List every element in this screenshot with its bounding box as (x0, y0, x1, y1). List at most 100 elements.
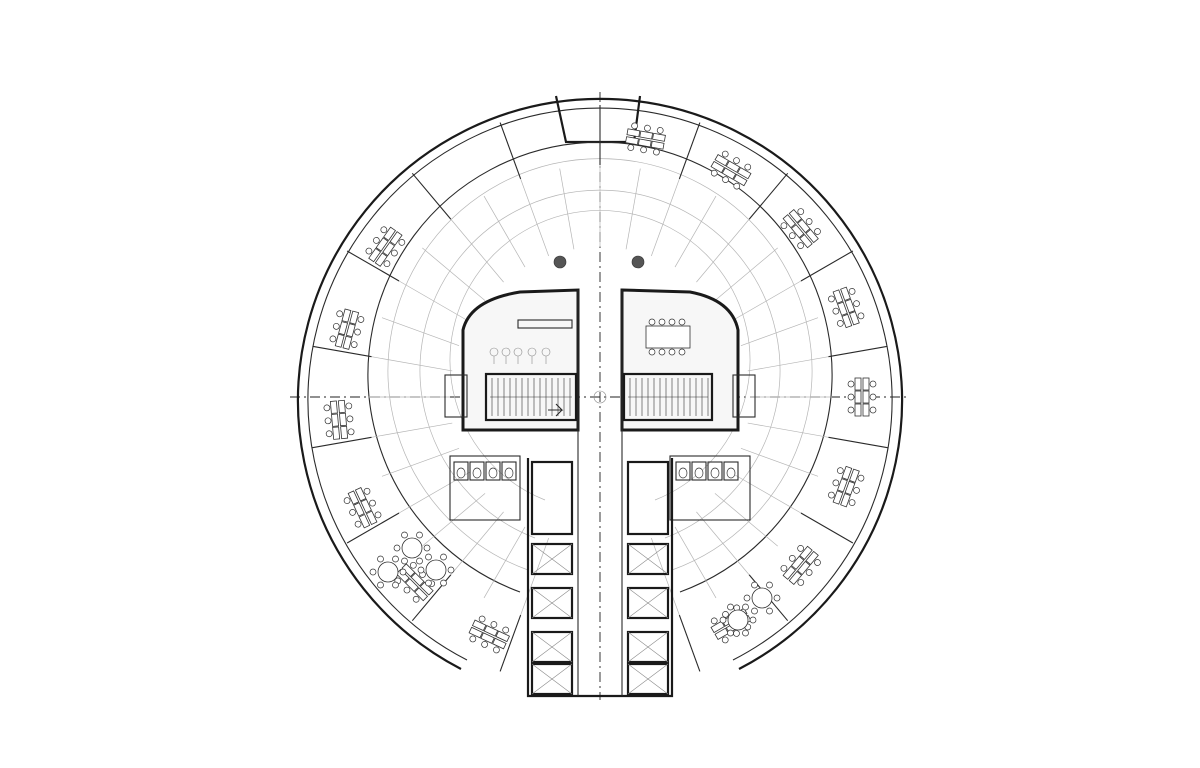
grid-radial (381, 317, 460, 347)
chair (656, 127, 664, 134)
chair (828, 295, 835, 303)
grid-radial (422, 247, 486, 301)
round-tables (369, 531, 781, 637)
chair (848, 499, 856, 506)
chair (403, 586, 411, 594)
chair (797, 208, 805, 215)
chair (392, 555, 399, 563)
desk (625, 136, 639, 146)
chair (329, 335, 337, 343)
desk (710, 620, 725, 634)
desk (389, 231, 403, 246)
desk (341, 308, 352, 323)
central-corridor (526, 290, 674, 698)
room-partition (411, 172, 452, 220)
desk (799, 234, 813, 249)
grid-radial (729, 280, 802, 323)
grid-radial (450, 511, 504, 575)
desk (725, 160, 741, 173)
chair (742, 629, 749, 637)
grid-radial (483, 526, 526, 599)
chair (780, 564, 788, 572)
grid-radial (696, 511, 750, 575)
desk (650, 140, 665, 150)
chair (369, 568, 377, 576)
stair-east (622, 372, 714, 422)
desk (480, 632, 495, 644)
chair (627, 144, 635, 151)
room-partition (800, 250, 854, 282)
desk (492, 637, 507, 650)
chair (377, 555, 384, 563)
desk (340, 425, 349, 440)
grid-radial (747, 356, 829, 372)
chair (393, 544, 401, 552)
chair (805, 569, 813, 576)
grid-radial (559, 168, 575, 250)
room-partition (499, 614, 522, 672)
wc-cubicle (675, 461, 691, 481)
chair (710, 617, 718, 625)
chair (380, 226, 388, 234)
desk (841, 313, 853, 329)
desk (737, 166, 752, 180)
toilet (488, 467, 498, 479)
desk (360, 498, 372, 514)
desk (354, 487, 367, 502)
room-partition (678, 614, 701, 672)
desk (368, 247, 382, 263)
chair (797, 242, 804, 249)
stair-west (484, 372, 578, 422)
chair (325, 430, 333, 438)
chair (668, 318, 676, 326)
toilet (456, 467, 466, 479)
desk (844, 480, 856, 496)
desk (788, 570, 803, 586)
desk (383, 226, 397, 241)
chair (324, 417, 332, 425)
chair (347, 428, 355, 436)
chair (409, 561, 417, 569)
chair (383, 260, 391, 268)
workstation-cluster (343, 487, 382, 529)
workstation-cluster (329, 308, 365, 350)
chair (502, 626, 510, 634)
chair (416, 531, 423, 539)
desk (714, 627, 729, 641)
chair (857, 312, 865, 320)
workstation-cluster (780, 545, 821, 586)
chair (493, 646, 500, 654)
chair (678, 348, 686, 356)
desk (410, 572, 425, 587)
grid-radial (740, 447, 819, 477)
grid-radial (674, 526, 717, 599)
chair (797, 579, 805, 586)
room-partition (346, 512, 400, 544)
chair (401, 557, 408, 565)
chair (733, 182, 741, 190)
room-partition (828, 345, 888, 358)
wc-cubicle (707, 461, 723, 481)
chair (354, 520, 362, 528)
chair (722, 176, 729, 183)
desk (854, 403, 862, 417)
elevator-cross (627, 631, 669, 663)
toilet (726, 467, 736, 479)
chair (773, 594, 781, 602)
chair (365, 247, 373, 255)
workstation-cluster (710, 150, 752, 190)
chair (733, 157, 740, 164)
elevator-cross (627, 663, 669, 695)
chair (648, 318, 656, 326)
toilet (694, 467, 704, 479)
chair (805, 218, 813, 225)
grid-radial (371, 422, 453, 438)
chair (423, 544, 431, 552)
chair (847, 380, 855, 388)
desk (721, 167, 737, 180)
columns (553, 255, 645, 404)
chair (727, 603, 734, 611)
desk (862, 377, 870, 391)
workstation-cluster (847, 377, 877, 417)
